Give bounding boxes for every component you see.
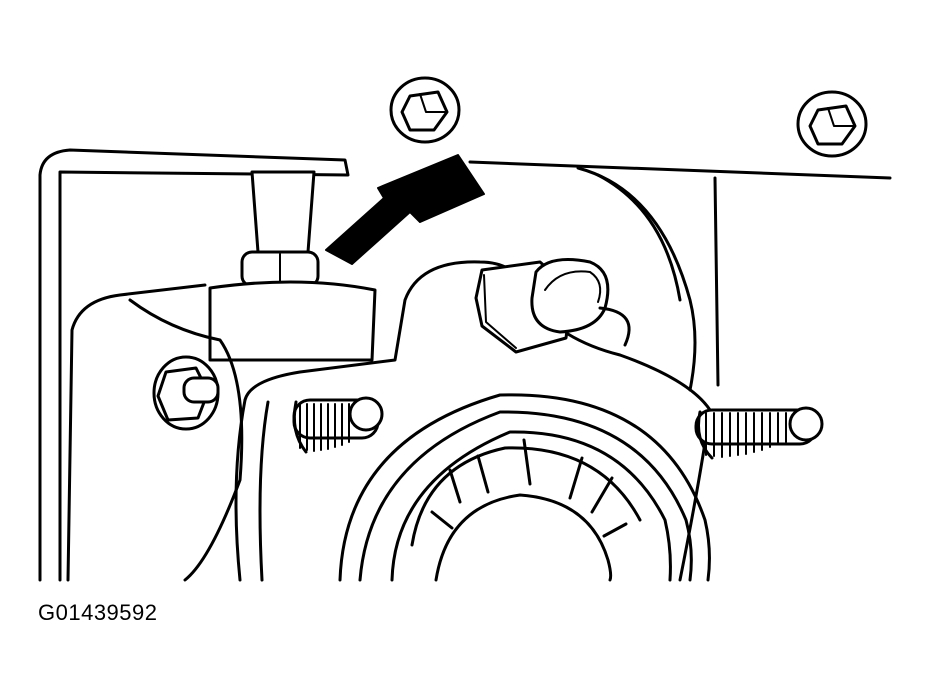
- left-mounting-nut: [128, 298, 244, 582]
- callout-arrow: [325, 154, 485, 265]
- housing-outline: [38, 148, 892, 582]
- arrow-icon: [325, 154, 485, 265]
- center-bearing: [338, 393, 711, 582]
- left-stud: [292, 396, 384, 454]
- figure-id-label: G01439592: [38, 600, 158, 625]
- top-bolt-right: [796, 90, 868, 158]
- right-stud: [694, 406, 824, 460]
- tube-fitting: [208, 170, 377, 362]
- sensor: [474, 258, 631, 354]
- rear-flange: [576, 166, 697, 392]
- top-bolt-left: [389, 76, 461, 144]
